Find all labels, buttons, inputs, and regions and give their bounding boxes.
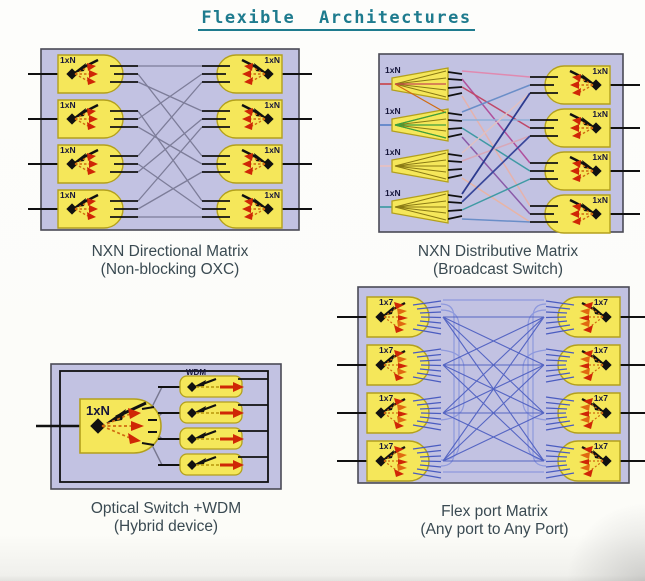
svg-text:1x7: 1x7 <box>594 441 608 451</box>
caption-line: NXN Directional Matrix <box>91 243 249 260</box>
wiring-colored <box>461 70 531 223</box>
svg-text:1xN: 1xN <box>264 100 280 110</box>
svg-text:1xN: 1xN <box>385 65 401 75</box>
svg-text:1xN: 1xN <box>60 145 76 155</box>
svg-text:1x7: 1x7 <box>379 297 393 307</box>
caption-line: (Broadcast Switch) <box>432 261 564 278</box>
big-switch-1xN: 1xN <box>36 398 162 454</box>
svg-text:1x7: 1x7 <box>594 345 608 355</box>
caption-hybrid: Optical Switch +WDM (Hybrid device) <box>50 500 282 536</box>
caption-line: (Any port to Any Port) <box>420 521 569 538</box>
flex-port-matrix-diagram: 1x7 1x7 1x7 1x7 1x7 1x7 1x7 1x7 <box>335 286 645 484</box>
svg-text:1xN: 1xN <box>60 190 76 200</box>
big-switch-label: 1xN <box>86 403 110 418</box>
caption-line: (Non-blocking OXC) <box>100 261 240 278</box>
svg-text:1xN: 1xN <box>592 109 608 119</box>
svg-text:1xN: 1xN <box>592 66 608 76</box>
svg-text:1x7: 1x7 <box>594 393 608 403</box>
svg-text:1xN: 1xN <box>592 152 608 162</box>
caption-distributive: NXN Distributive Matrix (Broadcast Switc… <box>368 243 628 279</box>
page-title-text: Flexible Architectures <box>198 8 475 31</box>
svg-text:1xN: 1xN <box>385 188 401 198</box>
caption-flexport: Flex port Matrix (Any port to Any Port) <box>352 503 637 539</box>
wdm-label: WDM <box>186 368 206 377</box>
svg-text:1xN: 1xN <box>60 55 76 65</box>
directional-matrix-diagram: 1xN 1xN 1xN 1xN 1xN 1xN 1xN 1xN <box>26 48 314 231</box>
svg-text:1xN: 1xN <box>264 145 280 155</box>
svg-text:1x7: 1x7 <box>379 345 393 355</box>
distributive-matrix-diagram: 1xN 1xN 1xN 1xN 1xN 1xN 1xN 1xN <box>378 53 642 235</box>
svg-text:1xN: 1xN <box>60 100 76 110</box>
svg-text:1xN: 1xN <box>592 195 608 205</box>
splitter-fan-overlays <box>394 83 447 139</box>
svg-text:1xN: 1xN <box>264 55 280 65</box>
svg-text:1xN: 1xN <box>385 147 401 157</box>
svg-text:1x7: 1x7 <box>379 441 393 451</box>
caption-line: Flex port Matrix <box>441 503 548 520</box>
svg-text:1xN: 1xN <box>264 190 280 200</box>
wiring-blue-diagonals <box>442 316 545 462</box>
svg-text:1x7: 1x7 <box>594 297 608 307</box>
hybrid-switch-diagram: 1xN WDM <box>36 363 282 490</box>
switch-labels: 1xN 1xN 1xN 1xN 1xN 1xN 1xN 1xN <box>60 55 280 200</box>
caption-line: (Hybrid device) <box>113 518 219 535</box>
caption-line: Optical Switch +WDM <box>90 500 242 517</box>
wiring-gray <box>137 65 203 218</box>
labels: 1xN 1xN 1xN 1xN 1xN 1xN 1xN 1xN <box>385 65 608 205</box>
svg-text:1x7: 1x7 <box>379 393 393 403</box>
caption-directional: NXN Directional Matrix (Non-blocking OXC… <box>40 243 300 279</box>
page-title: Flexible Architectures <box>0 8 645 31</box>
svg-text:1xN: 1xN <box>385 106 401 116</box>
caption-line: NXN Distributive Matrix <box>417 243 579 260</box>
switch-labels: 1x7 1x7 1x7 1x7 1x7 1x7 1x7 1x7 <box>379 297 608 451</box>
